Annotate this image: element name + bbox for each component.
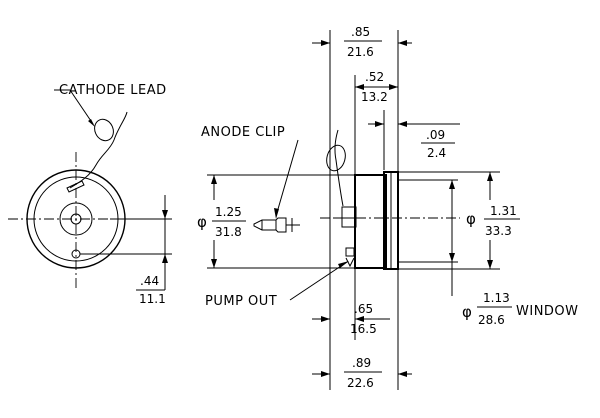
d065-arrow-r — [355, 316, 364, 322]
stem — [341, 206, 357, 228]
anode-clip-arrow — [274, 208, 279, 219]
d125-symbol: φ — [197, 213, 207, 231]
anode-clip-part — [253, 217, 300, 233]
anode-clip-label: ANODE CLIP — [201, 125, 285, 140]
d089-bottom: 22.6 — [347, 376, 374, 390]
d089-top: .89 — [352, 356, 371, 370]
anode-clip-leader — [275, 139, 299, 217]
d044-top: .44 — [140, 274, 159, 288]
d113-symbol: φ — [462, 303, 472, 321]
d131-symbol: φ — [466, 210, 476, 228]
d065-bottom: 16.5 — [350, 322, 377, 336]
d125-arrow-bot — [211, 259, 217, 268]
d131-bottom: 33.3 — [485, 224, 512, 238]
d052-top: .52 — [365, 70, 384, 84]
d052-bottom: 13.2 — [361, 90, 388, 104]
front-cathode-pin — [66, 180, 85, 193]
d089-arrow-l — [321, 371, 330, 377]
d113-arrow-top — [449, 180, 455, 189]
d065-top: .65 — [354, 302, 373, 316]
d065-arrow-l — [321, 316, 330, 322]
d052-arrow-r — [389, 84, 398, 90]
d085-bottom: 21.6 — [347, 45, 374, 59]
cathode-leader — [69, 89, 94, 125]
d113-bottom: 28.6 — [478, 313, 505, 327]
d044-arrow-bot — [162, 254, 168, 263]
d052-arrow-l — [355, 84, 364, 90]
d125-arrow-top — [211, 175, 217, 184]
side-view: ANODE CLIP PUMP OUT .85 21.6 .52 13.2 .0… — [197, 25, 579, 390]
d131-arrow-bot — [487, 260, 493, 269]
d009-bottom: 2.4 — [427, 146, 446, 160]
d085-arrow-l — [321, 40, 330, 46]
d044-bottom: 11.1 — [139, 292, 166, 306]
d009-arrow-l — [375, 121, 384, 127]
d044-arrow-top — [162, 210, 168, 219]
d009-arrow-r — [398, 121, 407, 127]
d125-bottom: 31.8 — [215, 225, 242, 239]
cathode-lead-loop — [94, 118, 114, 142]
window-label: WINDOW — [516, 304, 579, 319]
d089-arrow-r — [398, 371, 407, 377]
cathode-leader-arrow — [88, 119, 95, 127]
d085-arrow-r — [398, 40, 407, 46]
side-lead-loop — [326, 144, 346, 172]
d113-top: 1.13 — [483, 291, 510, 305]
pump-out-arrow — [338, 261, 349, 268]
pumpout-tube — [345, 247, 355, 257]
d125-top: 1.25 — [215, 205, 242, 219]
body-rear — [354, 174, 387, 269]
side-lead-wire — [334, 129, 344, 207]
cathode-lead-wire — [69, 111, 128, 189]
d009-top: .09 — [426, 128, 445, 142]
d131-arrow-top — [487, 172, 493, 181]
front-view: CATHODE LEAD .44 11.1 — [8, 83, 172, 306]
d131-top: 1.31 — [490, 204, 517, 218]
pumpout-tip — [345, 257, 355, 268]
pump-out-label: PUMP OUT — [205, 294, 277, 309]
d113-arrow-bot — [449, 253, 455, 262]
d085-top: .85 — [351, 25, 370, 39]
cathode-lead-label: CATHODE LEAD — [59, 83, 167, 98]
